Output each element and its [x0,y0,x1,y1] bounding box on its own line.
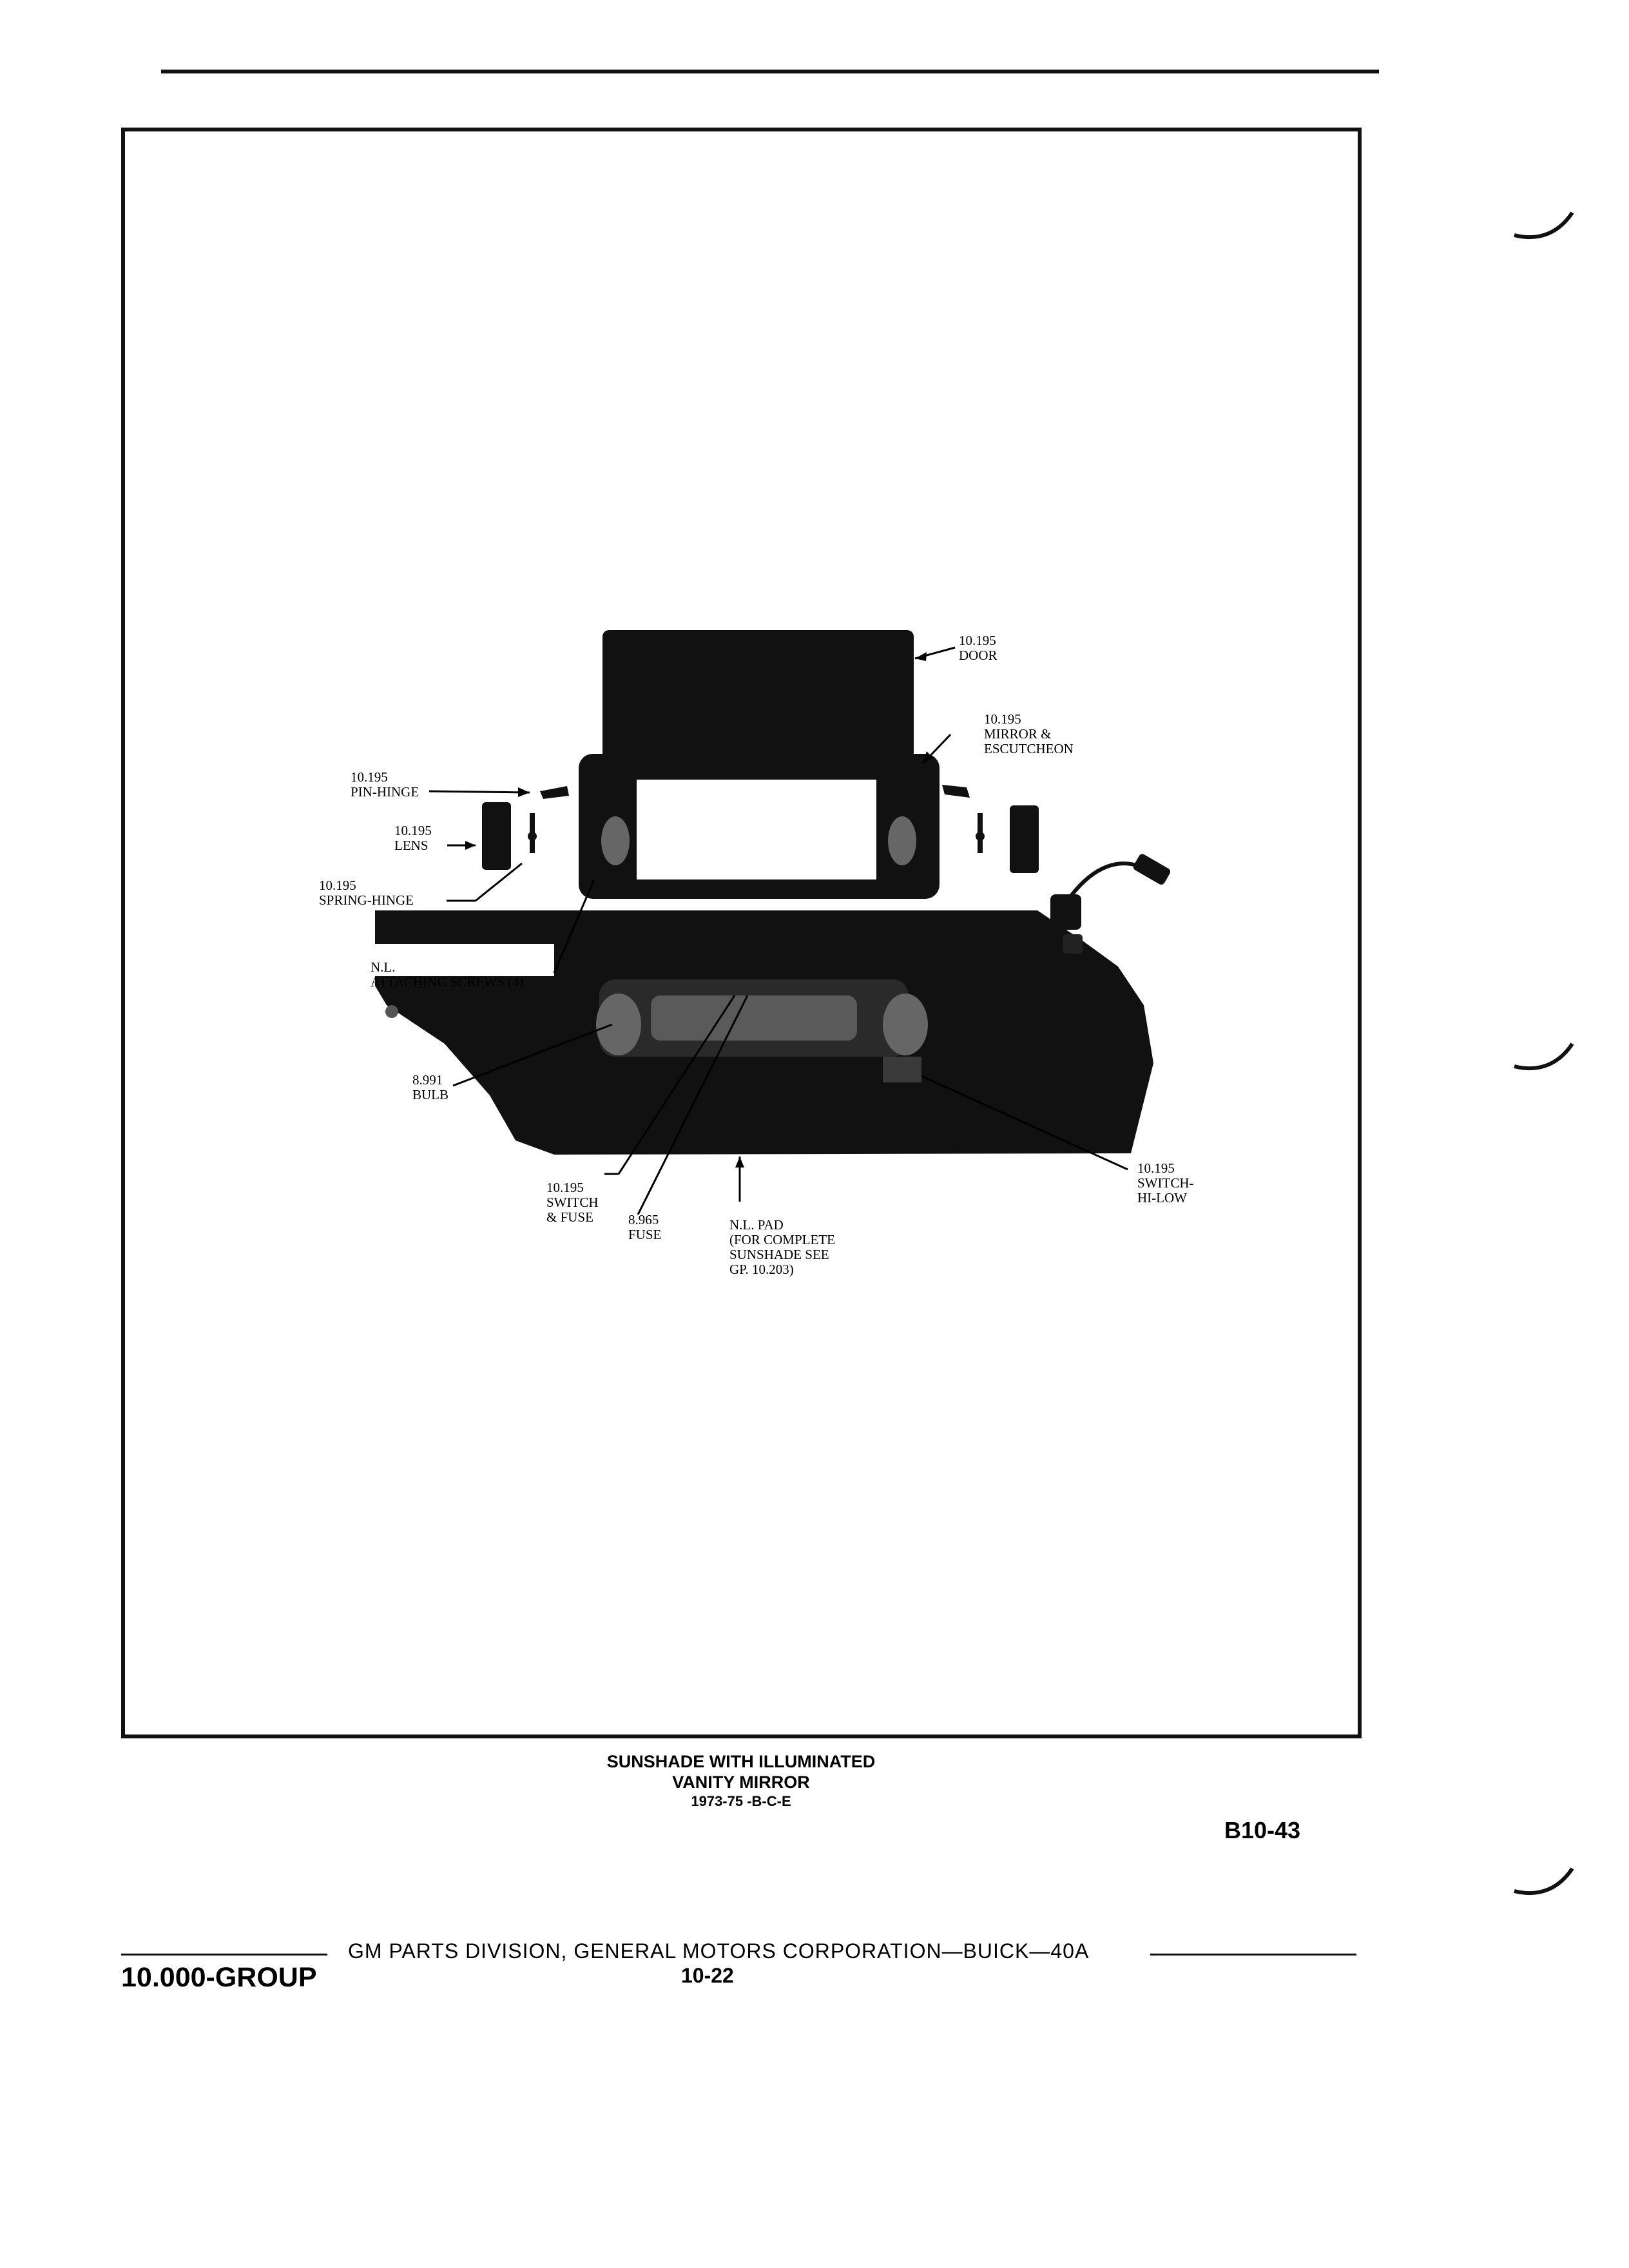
callout-switch-hi-low: 10.195 SWITCH- HI-LOW [1137,1161,1194,1206]
callout-pin-hinge: 10.195 PIN-HINGE [351,770,419,800]
top-rule [161,70,1379,73]
switch-hi-low-body [1050,854,1171,954]
footer-corporation: GM PARTS DIVISION, GENERAL MOTORS CORPOR… [348,1939,1090,1963]
callout-switch-fuse: 10.195 SWITCH & FUSE [546,1180,599,1225]
spring-hinge-left [528,813,537,853]
footer-rule-left [121,1954,327,1956]
callout-fuse-ref: 8.965 [628,1212,659,1227]
callout-pad-note-2: SUNSHADE SEE [729,1247,829,1262]
callout-spring-hinge-label: SPRING-HINGE [319,892,414,908]
caption-years-series: 1973-75 -B-C-E [691,1793,791,1809]
group-label: 10.000-GROUP [121,1962,317,1993]
callout-bulb-label: BULB [412,1087,449,1102]
caption-line-1: SUNSHADE WITH ILLUMINATED [606,1752,876,1771]
callout-door: 10.195 DOOR [959,633,998,663]
figure-number: B10-43 [1224,1817,1301,1843]
callout-bulb-ref: 8.991 [412,1072,443,1088]
callout-mirror-ref: 10.195 [984,711,1021,727]
callout-lens-label: LENS [394,838,429,853]
binder-ring-mark [1514,211,1574,240]
footer-rule-right [1150,1954,1356,1956]
arrowheads [465,652,933,1168]
callout-switch-fuse-ref: 10.195 [546,1180,584,1195]
callout-pad-label: N.L. PAD [729,1217,784,1233]
callout-pad-note-1: (FOR COMPLETE [729,1232,835,1247]
callout-attaching-screws-label: ATTACHING SCREWS (4) [371,974,524,990]
callout-switch-fuse-label-2: & FUSE [546,1209,593,1225]
callout-fuse: 8.965 FUSE [628,1213,661,1242]
vanity-door [602,630,914,759]
pin-hinge-left [540,786,569,799]
callout-attaching-screws-ref: N.L. [371,959,396,975]
callout-attaching-screws: N.L. ATTACHING SCREWS (4) [371,960,523,990]
spring-hinge-right [976,813,985,853]
callout-mirror-label-2: ESCUTCHEON [984,741,1074,756]
sunshade-pad [361,910,1153,1155]
callout-switch-fuse-label: SWITCH [546,1195,599,1210]
figure-caption: SUNSHADE WITH ILLUMINATED VANITY MIRROR … [0,1751,1482,1811]
callout-mirror-label: MIRROR & [984,726,1052,742]
callout-door-label: DOOR [959,648,998,663]
callout-pad-note-3: GP. 10.203) [729,1262,794,1277]
callout-door-ref: 10.195 [959,633,996,648]
binder-ring-mark [1514,1867,1574,1896]
pin-hinge-right [942,785,970,798]
callout-bulb: 8.991 BULB [412,1073,448,1102]
callout-switch-hi-low-label-2: HI-LOW [1137,1190,1187,1206]
callout-spring-hinge-ref: 10.195 [319,878,356,893]
callout-mirror-escutcheon: 10.195 MIRROR & ESCUTCHEON [984,712,1074,756]
callout-spring-hinge: 10.195 SPRING-HINGE [319,878,414,908]
callout-pin-hinge-ref: 10.195 [351,769,388,785]
callout-switch-hi-low-label: SWITCH- [1137,1175,1194,1191]
caption-line-2: VANITY MIRROR [672,1773,810,1792]
callout-lens: 10.195 LENS [394,823,432,853]
callout-pad: N.L. PAD (FOR COMPLETE SUNSHADE SEE GP. … [729,1218,835,1277]
lens-right [1010,805,1039,873]
callout-fuse-label: FUSE [628,1227,662,1242]
callout-lens-ref: 10.195 [394,823,432,838]
lens-left [482,802,511,870]
figure-frame [121,128,1362,1738]
page-number: 10-22 [681,1964,734,1987]
mirror-escutcheon [579,754,940,899]
callout-pin-hinge-label: PIN-HINGE [351,784,419,800]
callout-switch-hi-low-ref: 10.195 [1137,1160,1175,1176]
binder-ring-mark [1514,1043,1574,1071]
